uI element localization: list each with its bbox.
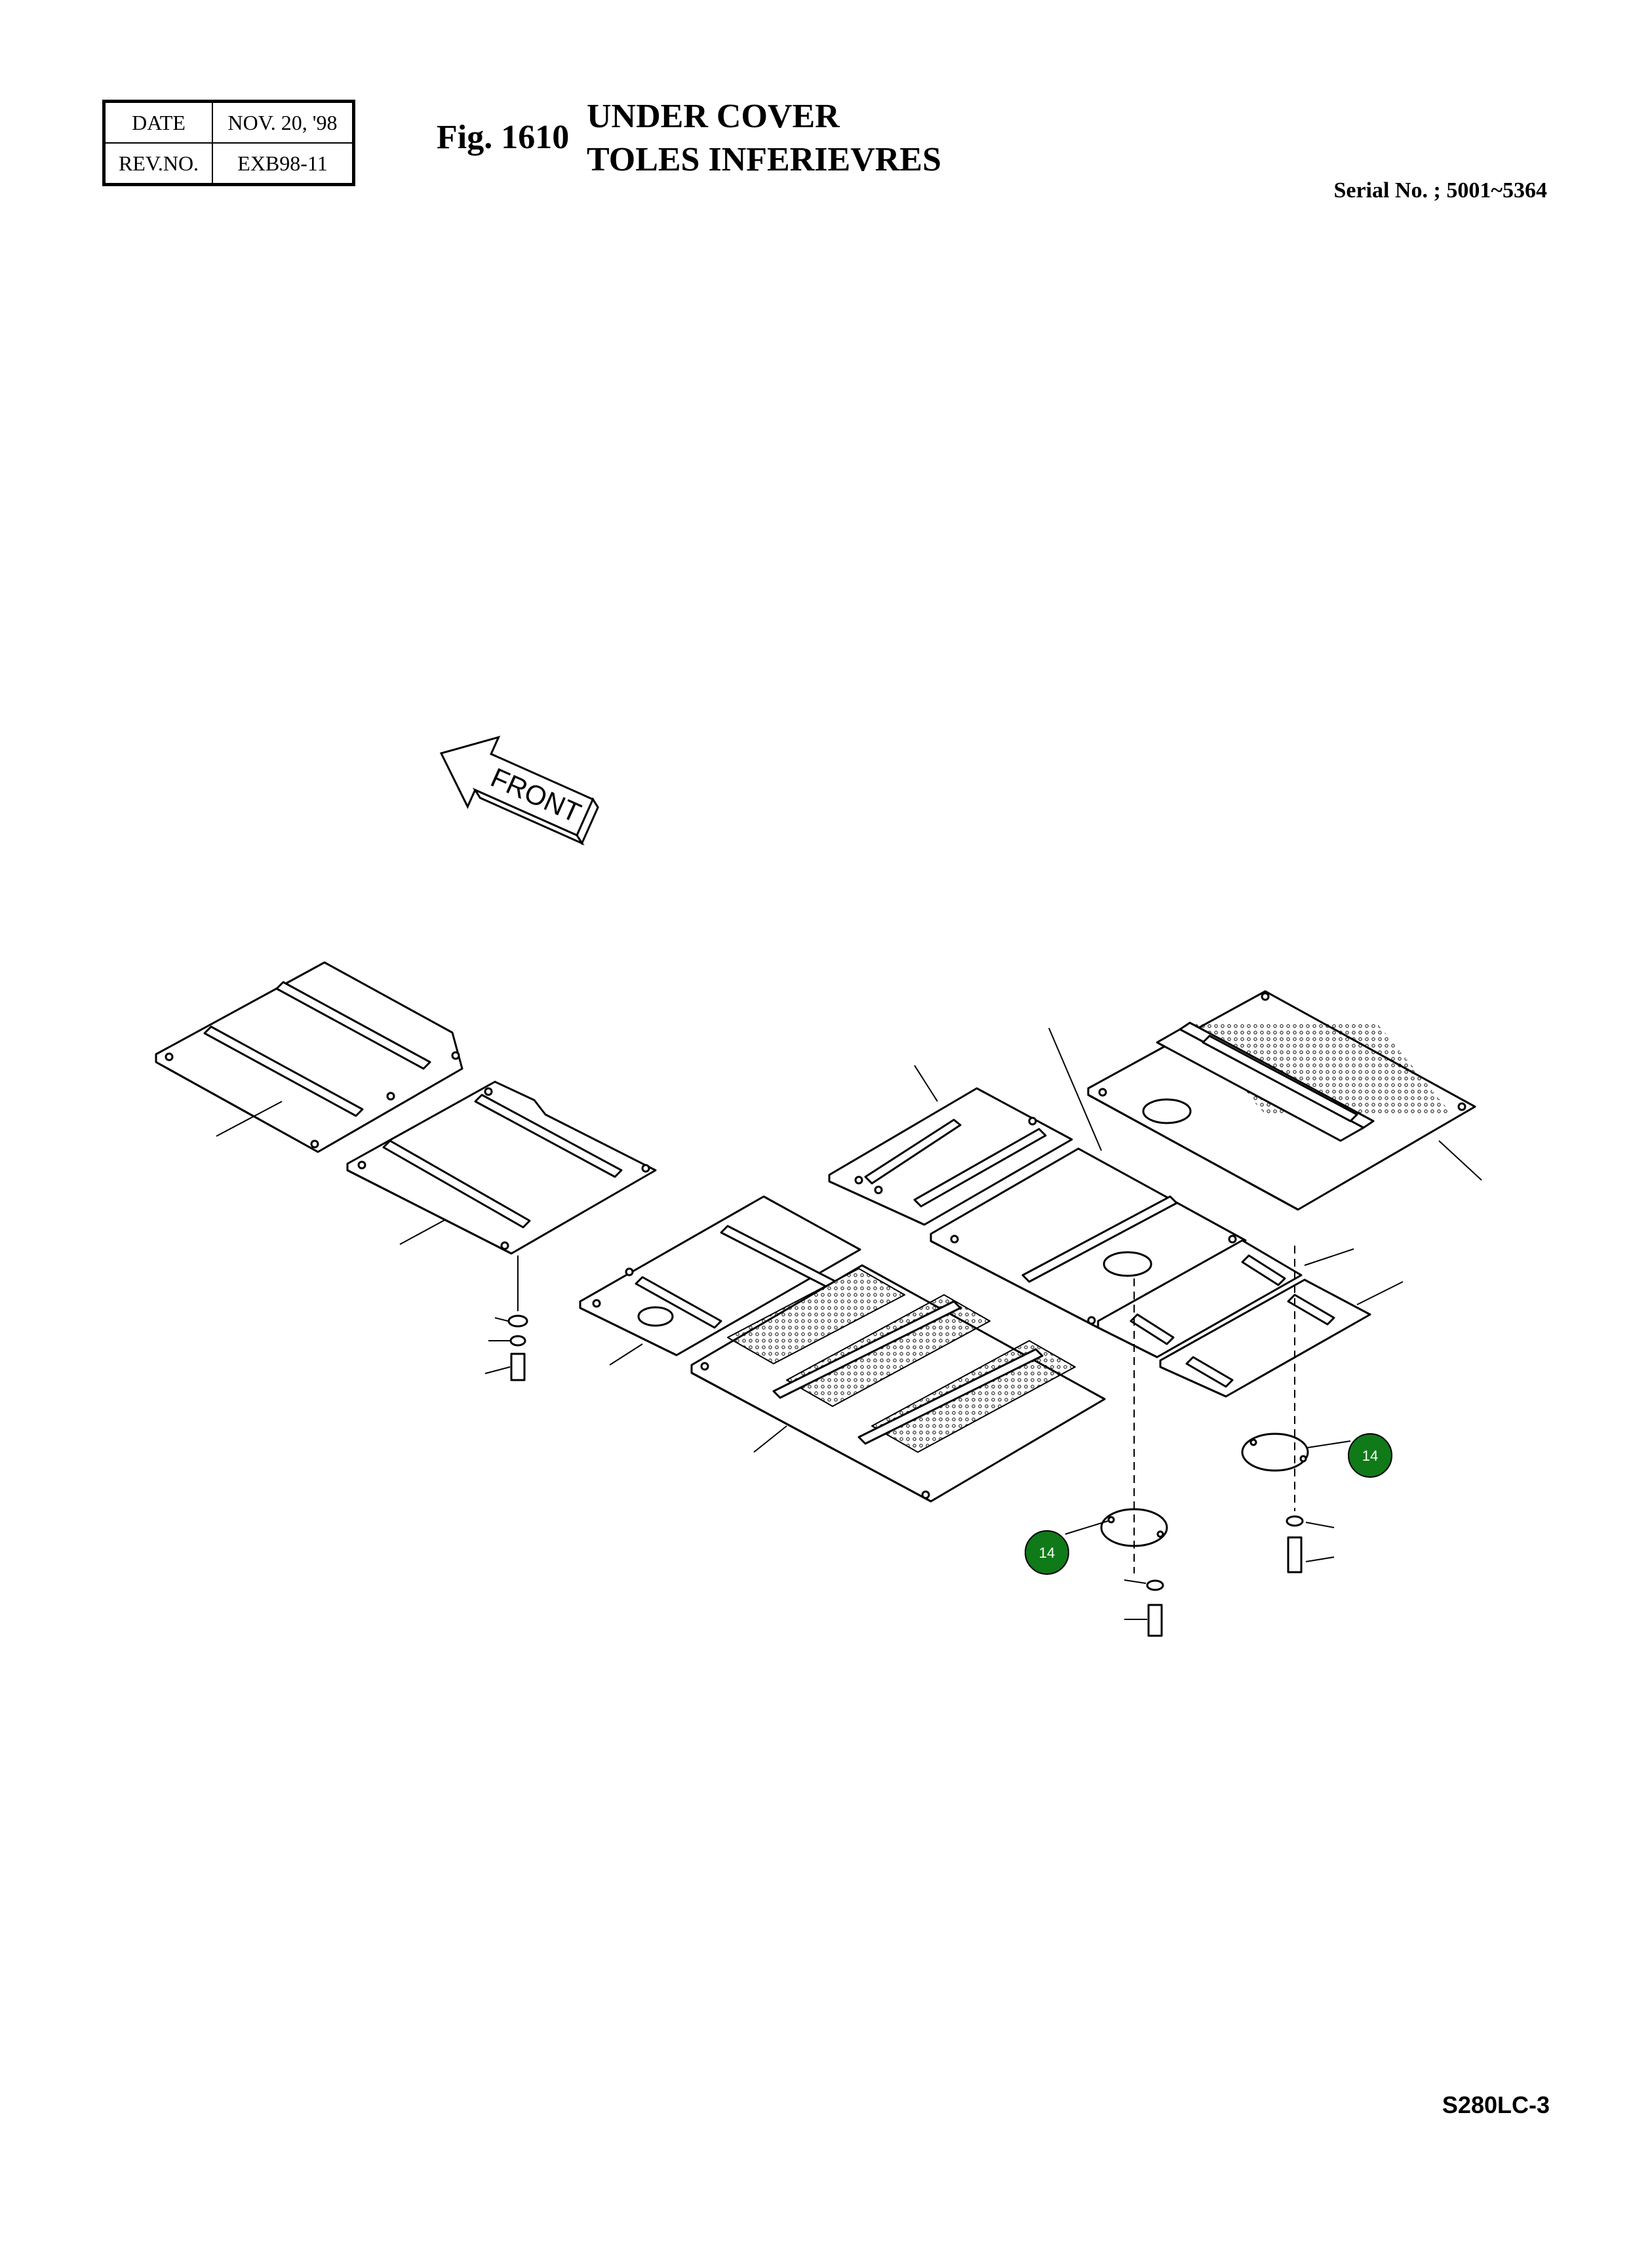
cover-plate-right-rear bbox=[828, 1065, 1073, 1226]
cover-plate-left-front bbox=[346, 1080, 657, 1255]
figure-number: Fig. 1610 bbox=[437, 119, 570, 156]
title-french: TOLES INFERIEVRES bbox=[587, 141, 941, 178]
date-label: DATE bbox=[103, 100, 213, 144]
bolt-washer-stack-right bbox=[1286, 1246, 1335, 1573]
title-english: UNDER COVER bbox=[587, 98, 840, 135]
serial-number: Serial No. ; 5001~5364 bbox=[1333, 178, 1547, 203]
round-cover-right bbox=[1241, 1433, 1309, 1472]
date-row: DATE NOV. 20, '98 bbox=[103, 100, 355, 144]
rev-label: REV.NO. bbox=[103, 142, 213, 186]
cover-plate-small-lower bbox=[1159, 1278, 1404, 1398]
front-arrow: FRONT bbox=[439, 736, 599, 846]
cover-plate-perforated bbox=[690, 1264, 1106, 1503]
callout-label: 14 bbox=[1039, 1545, 1055, 1561]
bolt-washer-stack-center bbox=[1124, 1278, 1164, 1637]
callout-14-right[interactable]: 14 bbox=[1307, 1433, 1392, 1478]
callout-14-left[interactable]: 14 bbox=[1025, 1520, 1109, 1575]
cover-plate-rear-right-large bbox=[1087, 990, 1482, 1211]
revision-table: DATE NOV. 20, '98 REV.NO. EXB98-11 bbox=[102, 100, 355, 186]
bolt-washer-stack-left bbox=[484, 1256, 528, 1381]
date-value: NOV. 20, '98 bbox=[212, 100, 355, 144]
model-number: S280LC-3 bbox=[1442, 2091, 1550, 2118]
rev-value: EXB98-11 bbox=[212, 142, 355, 186]
cover-plate-small-upper bbox=[1097, 1239, 1354, 1358]
callout-label: 14 bbox=[1362, 1448, 1378, 1464]
rev-row: REV.NO. EXB98-11 bbox=[103, 142, 355, 186]
cover-plate-left-rear bbox=[155, 961, 463, 1153]
